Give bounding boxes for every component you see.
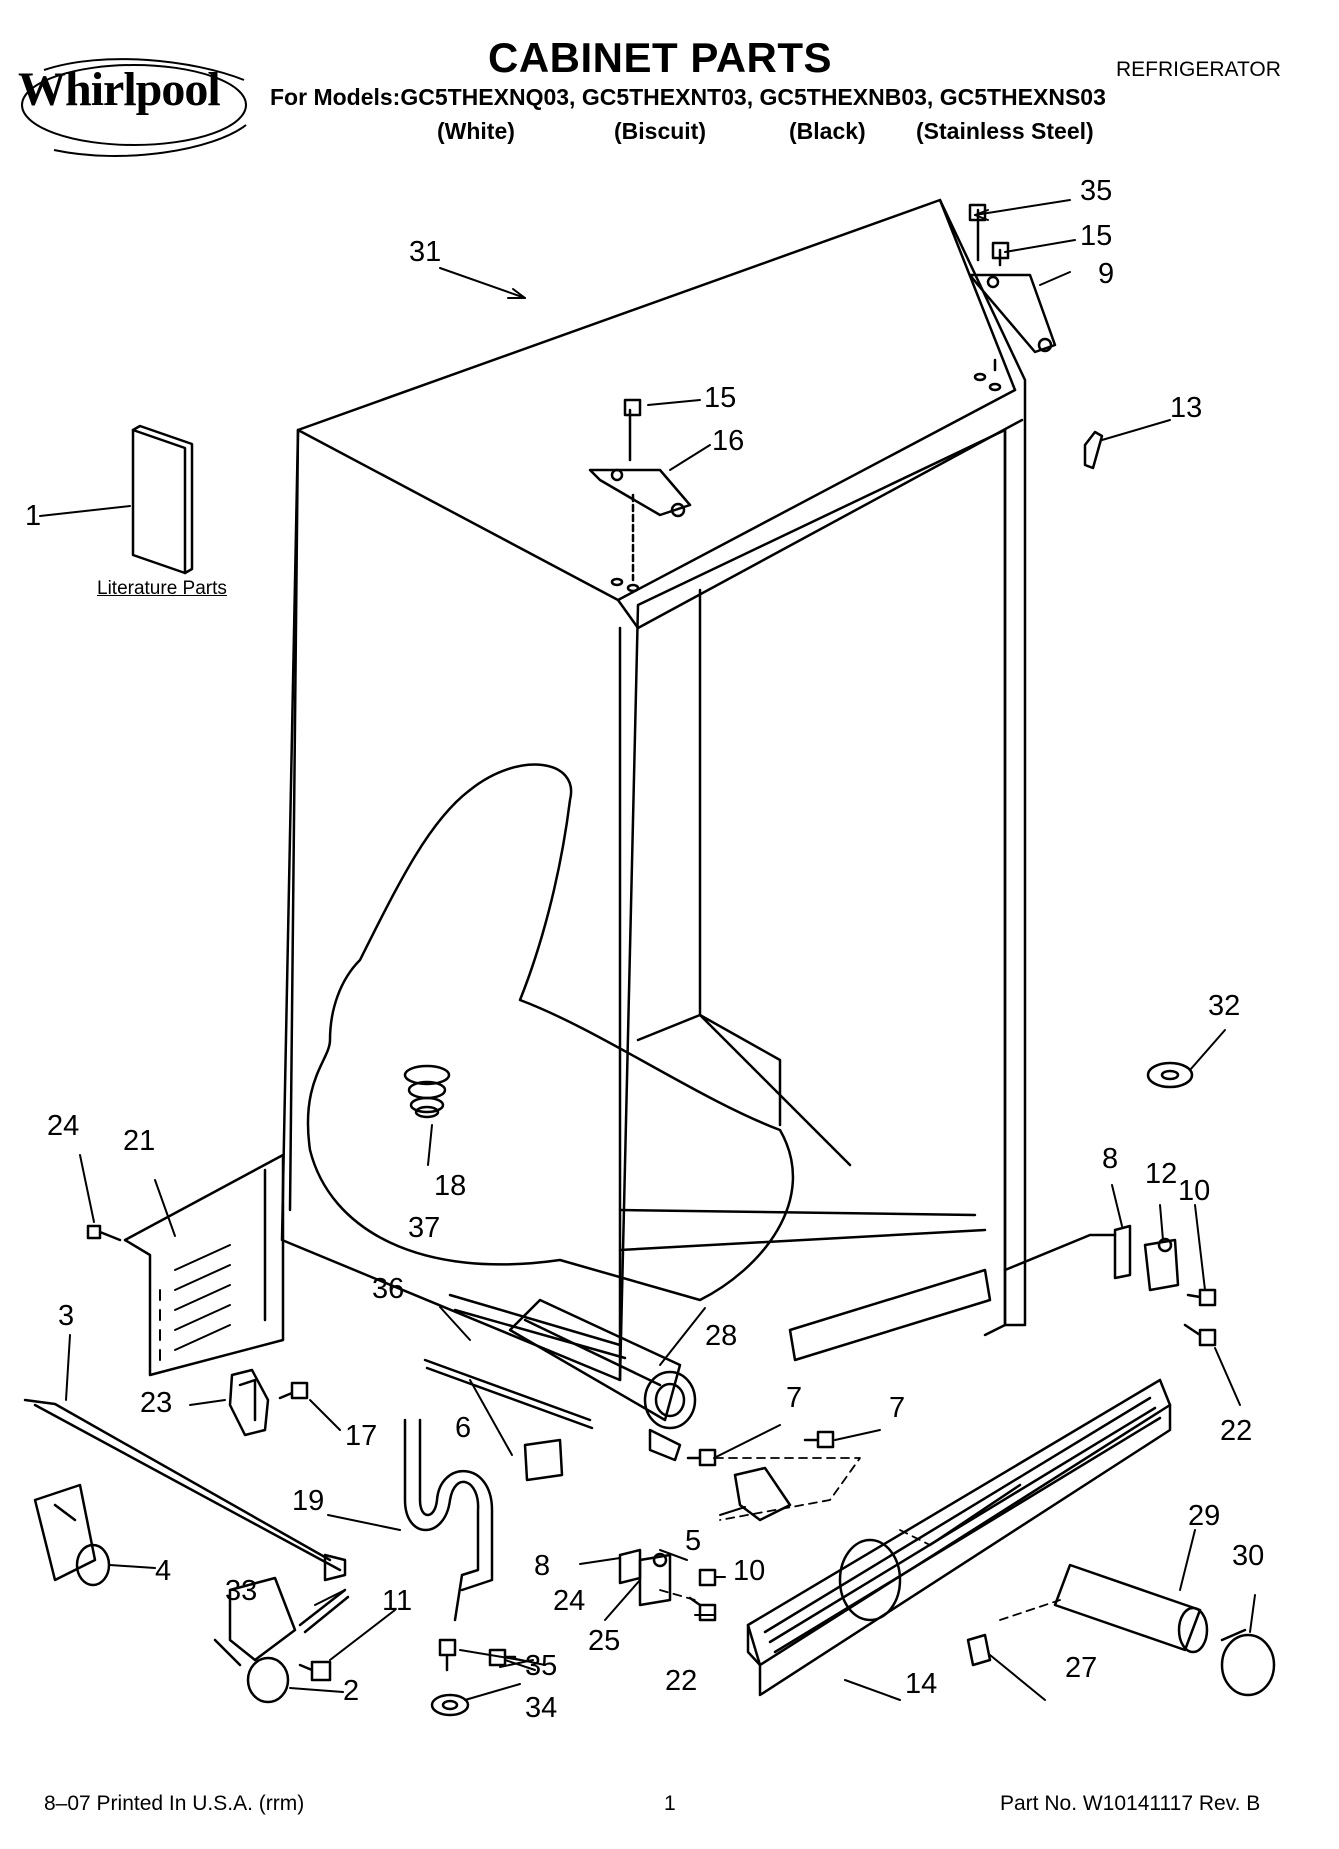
part-7-screw-b (803, 1430, 835, 1449)
assembly-guide-lines (659, 1457, 1061, 1621)
callout-11: 11 (382, 1585, 413, 1617)
finish-stainless: (Stainless Steel) (916, 118, 1094, 144)
callout-14: 14 (905, 1668, 938, 1700)
top-hinge-center (588, 398, 692, 593)
part-27-drain-pan (508, 1298, 697, 1462)
part-25-hinge-bottom (638, 1552, 672, 1607)
part-32-washer (1146, 1061, 1194, 1089)
literature-book-part (131, 424, 194, 575)
part-29-pin (298, 1588, 350, 1634)
callout-24-left: 24 (47, 1110, 80, 1142)
page-number: 1 (664, 1792, 676, 1815)
callout-4: 4 (155, 1555, 172, 1587)
part-8-plate-bottom (618, 1548, 642, 1585)
part-7-screw-a (686, 1448, 717, 1467)
part-26-clip (966, 1633, 992, 1667)
callout-2: 2 (343, 1675, 360, 1707)
callout-leaders (39, 199, 1256, 1701)
callout-22-right: 22 (1220, 1415, 1253, 1447)
part-22-screw-bottom (688, 1596, 717, 1622)
part-30-cap (1220, 1628, 1276, 1697)
part-37-tube (448, 1293, 627, 1360)
cabinet-cutaway (306, 763, 795, 1302)
part-17-screw (278, 1381, 309, 1400)
callout-33: 34 (525, 1692, 558, 1724)
callout-8-right: 8 (1102, 1143, 1119, 1175)
callout-26: 27 (1065, 1652, 1098, 1684)
part-3-leveling-rod (23, 1398, 347, 1582)
part-14-base-grille (746, 1378, 1172, 1697)
part-6-bracket (733, 1466, 792, 1522)
callout-9: 9 (1098, 258, 1115, 290)
callout-32: 32 (1208, 990, 1241, 1022)
assembly-line-right (1003, 1233, 1117, 1272)
callout-17: 17 (345, 1420, 378, 1452)
callout-27: 28 (705, 1320, 738, 1352)
part-2-roller-right (213, 1576, 297, 1704)
models-line: For Models:GC5THEXNQ03, GC5THEXNT03, GC5… (270, 84, 1106, 110)
part-36-rod (423, 1358, 594, 1430)
callout-30: 30 (1232, 1540, 1265, 1572)
part-23-bracket (228, 1368, 270, 1437)
part-19-drain-tube (403, 1418, 494, 1622)
part-11-screw (298, 1660, 332, 1682)
callout-19: 19 (292, 1485, 325, 1517)
callout-28: 29 (1188, 1500, 1221, 1532)
part-4-roller-left (33, 1483, 111, 1587)
callout-5: 6 (455, 1412, 472, 1444)
callout-16: 16 (712, 425, 745, 457)
literature-parts-label: Literature Parts (97, 578, 227, 599)
callout-10-bottom: 10 (733, 1555, 766, 1587)
brand-logo (21, 58, 247, 157)
print-info: 8–07 Printed In U.S.A. (rrm) (44, 1792, 305, 1815)
callout-1: 1 (25, 500, 42, 532)
callout-3: 3 (58, 1300, 75, 1332)
finish-black: (Black) (789, 118, 866, 144)
finish-biscuit: (Biscuit) (614, 118, 706, 144)
assembly-line-mid (928, 1483, 1022, 1547)
callout-31: 31 (409, 236, 442, 268)
callout-21: 21 (123, 1125, 156, 1157)
part-5-label (523, 1438, 564, 1482)
top-hinge-right (968, 203, 1057, 392)
callout-7-left: 7 (786, 1382, 803, 1414)
callout-23: 23 (140, 1387, 173, 1419)
part-21-rear-panel (123, 1153, 285, 1377)
callout-36: 36 (372, 1273, 405, 1305)
callout-35: 35 (1080, 175, 1113, 207)
part-18-grommet (403, 1064, 451, 1119)
cabinet-body (280, 198, 1027, 1382)
part-10-screw-right (1186, 1288, 1217, 1307)
finish-white: (White) (437, 118, 515, 144)
callout-25: 25 (588, 1625, 621, 1657)
callout-34: 35 (525, 1650, 558, 1682)
brand-wordmark: Whirlpool (18, 63, 221, 116)
part-33-washer (430, 1693, 470, 1717)
part-8-plate-right (1113, 1224, 1132, 1280)
product-category: REFRIGERATOR (1116, 58, 1281, 81)
callout-6: 5 (685, 1525, 702, 1557)
part-13-clip (1083, 430, 1104, 470)
part-10-screw-bottom (698, 1568, 717, 1587)
part-28-filter (1053, 1563, 1209, 1654)
part-24-screw-left (86, 1224, 122, 1242)
callout-15-top: 15 (1080, 220, 1113, 252)
callout-37: 37 (408, 1212, 441, 1244)
part-12-hinge-right (1143, 1237, 1180, 1292)
part-22-screw-right (1183, 1323, 1217, 1347)
part-34-screw (438, 1638, 457, 1672)
callout-10-right: 10 (1178, 1175, 1211, 1207)
callout-22-bottom: 22 (665, 1665, 698, 1697)
callout-24-bottom: 24 (553, 1585, 586, 1617)
callout-13: 13 (1170, 392, 1203, 424)
callout-29: 33 (225, 1575, 258, 1607)
callout-15-center: 15 (704, 382, 737, 414)
page-title: CABINET PARTS (488, 34, 833, 81)
callout-18: 18 (434, 1170, 467, 1202)
part-number: Part No. W10141117 Rev. B (1000, 1792, 1261, 1815)
callout-8-bottom: 8 (534, 1550, 551, 1582)
callout-7-right: 7 (889, 1392, 906, 1424)
callout-12: 12 (1145, 1158, 1178, 1190)
